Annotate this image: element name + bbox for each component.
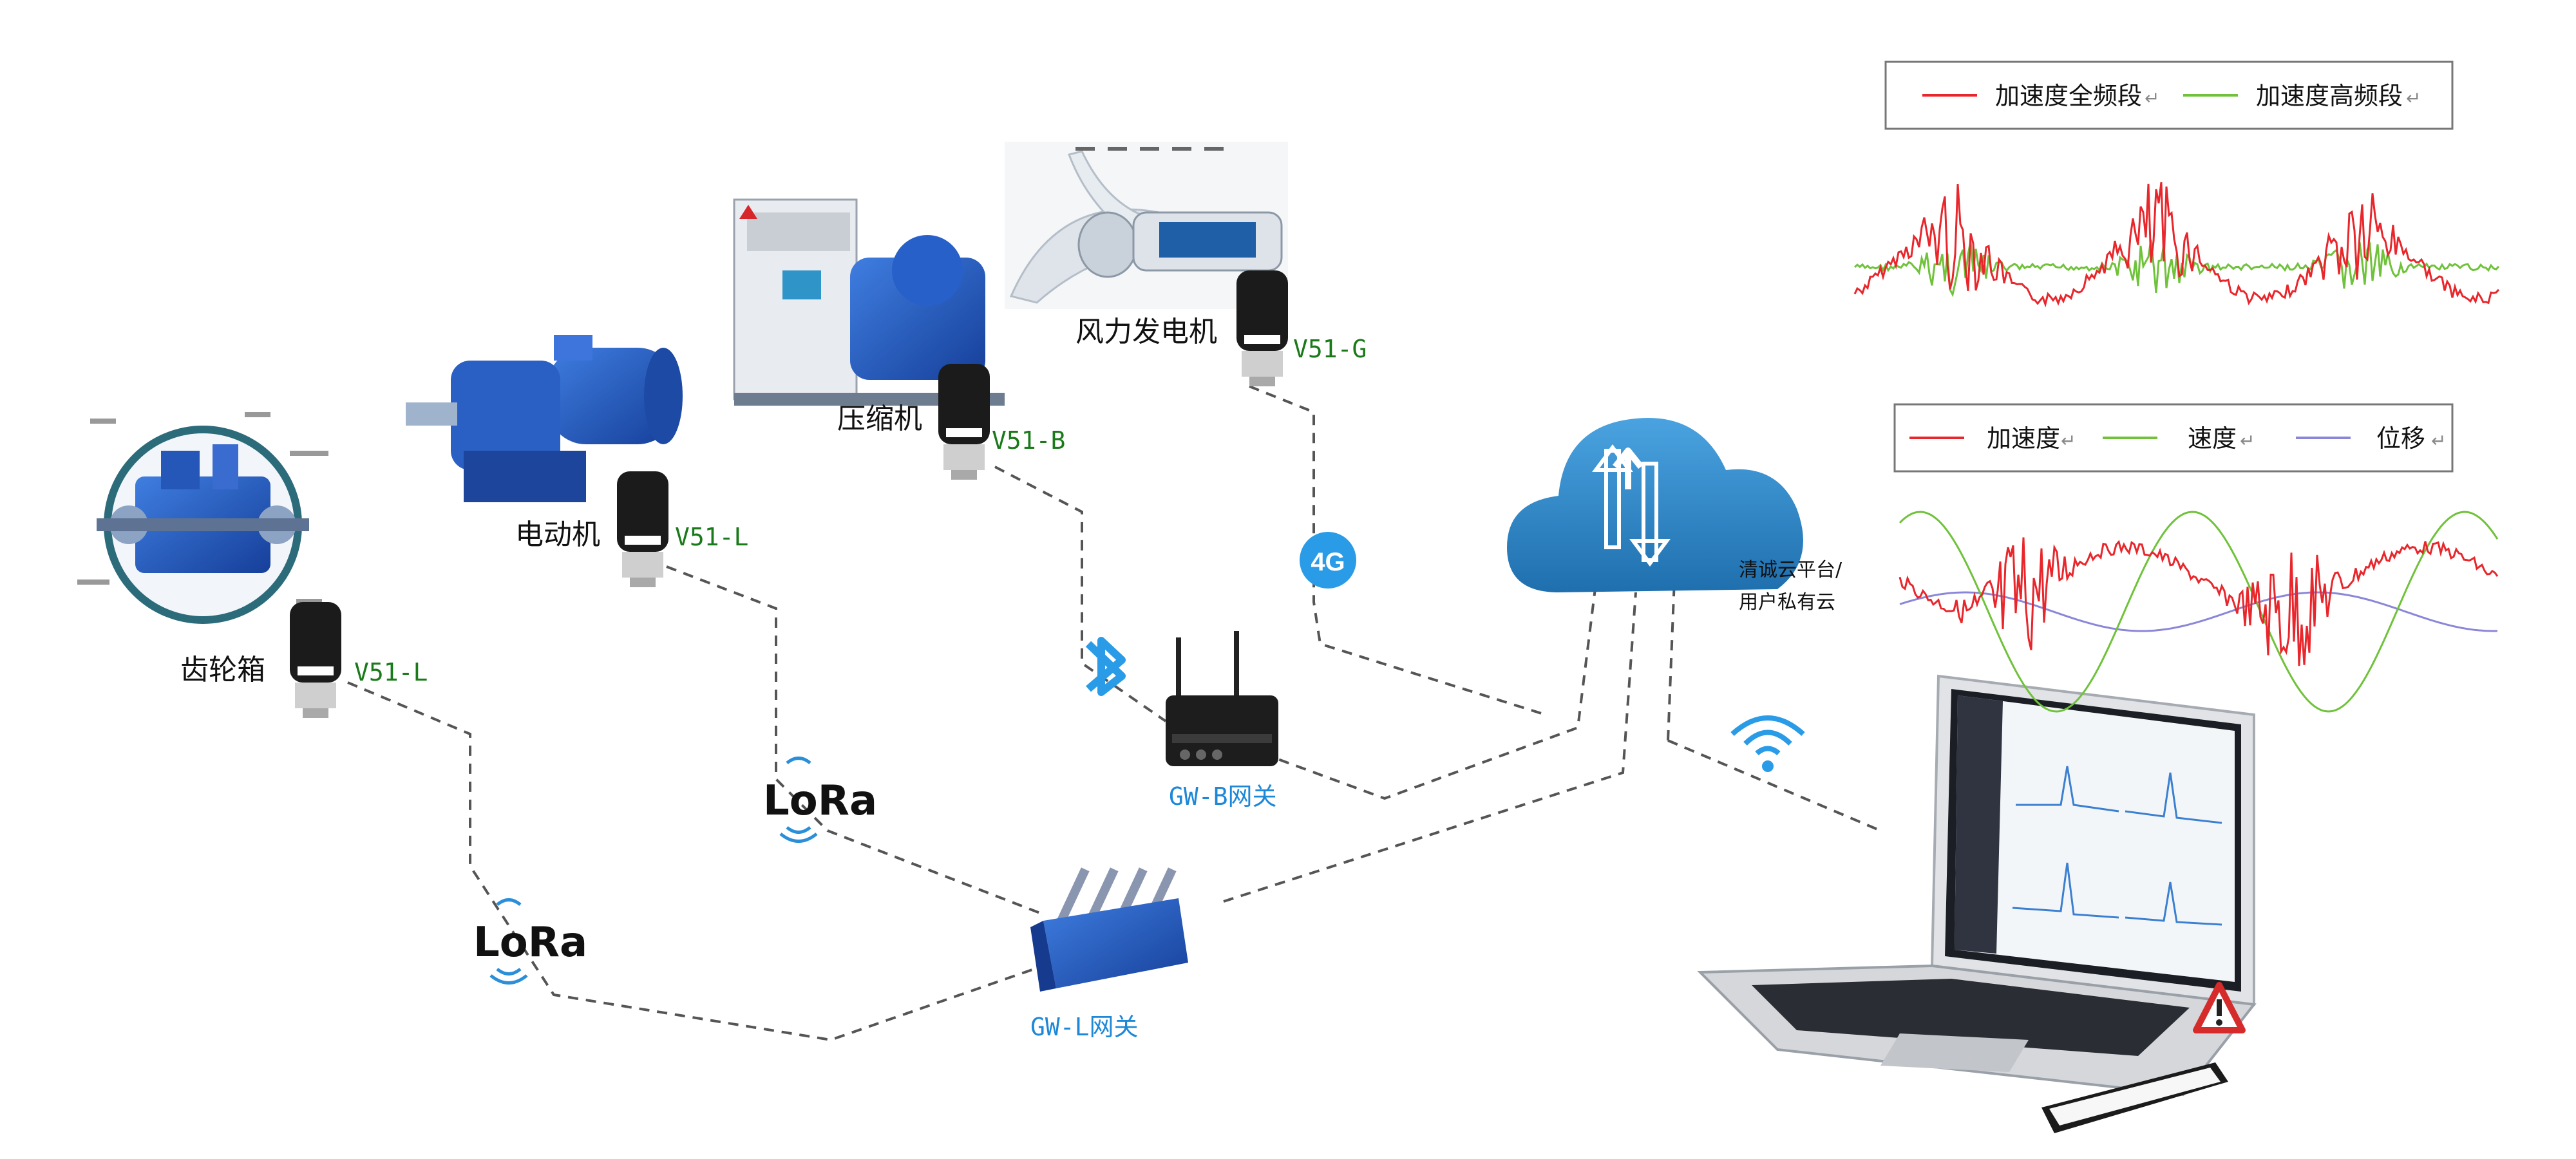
motor-label: 电动机 xyxy=(515,518,600,551)
motor-image xyxy=(406,335,683,502)
lora-logo-1: LoRa xyxy=(763,757,877,843)
gw-b-gateway xyxy=(1166,631,1278,766)
chart-1-series-full-band-line xyxy=(1853,182,2500,308)
sensor-motor xyxy=(617,471,668,587)
gearbox-image xyxy=(77,412,328,624)
sensor-gearbox xyxy=(290,602,341,718)
sensor-wind xyxy=(1236,270,1288,386)
gw-l-label: GW-L网关 xyxy=(1030,1013,1139,1041)
chart-1-legend-suffix-2: ↵ xyxy=(2406,88,2421,109)
connection-lines xyxy=(347,385,1881,1042)
chart-1: 加速度全频段 ↵ 加速度高频段 ↵ xyxy=(1853,61,2500,308)
chart-1-legend-suffix-1: ↵ xyxy=(2145,88,2159,109)
motor-model: V51-L xyxy=(675,523,748,551)
phone-image xyxy=(2041,1062,2228,1133)
svg-text:LoRa: LoRa xyxy=(763,777,877,825)
chart-2-legend-suffix-3: ↵ xyxy=(2431,430,2446,451)
chart-2-series-acceleration-line xyxy=(1899,537,2499,666)
chart-2-legend xyxy=(1893,403,2454,473)
chart-2-legend-label-1: 加速度 xyxy=(1987,424,2060,453)
cloud-icon xyxy=(1507,418,1803,592)
gearbox-model: V51-L xyxy=(354,658,428,686)
chart-2-series-velocity-line xyxy=(1899,511,2499,713)
chart-2-series-displacement-line xyxy=(1899,591,2498,632)
warning-icon xyxy=(2193,982,2246,1033)
wind-model: V51-G xyxy=(1293,335,1367,363)
chart-1-legend-label-2: 加速度高频段 xyxy=(2256,82,2403,110)
gw-l-gateway xyxy=(1030,867,1188,992)
4g-icon: 4G xyxy=(1300,532,1356,589)
gw-b-label: GW-B网关 xyxy=(1169,782,1277,811)
laptop-image xyxy=(1697,674,2257,1097)
chart-2-plot xyxy=(1899,511,2499,713)
sensor-compressor xyxy=(938,364,990,480)
chart-2-legend-suffix-2: ↵ xyxy=(2240,430,2255,451)
chart-1-plot xyxy=(1853,182,2500,308)
chart-2-legend-label-3: 位移 xyxy=(2376,424,2425,453)
svg-text:LoRa: LoRa xyxy=(473,919,587,966)
cloud-label-line2: 用户私有云 xyxy=(1739,591,1835,614)
chart-2: 加速度 ↵ 速度 ↵ 位移 ↵ xyxy=(1893,403,2499,713)
svg-text:4G: 4G xyxy=(1311,548,1345,576)
lora-logo-2: LoRa xyxy=(473,898,587,985)
chart-1-legend xyxy=(1884,61,2454,130)
chart-2-legend-suffix-1: ↵ xyxy=(2061,430,2076,451)
gearbox-label: 齿轮箱 xyxy=(180,654,265,686)
chart-1-legend-label-1: 加速度全频段 xyxy=(1995,82,2142,110)
wifi-icon xyxy=(1730,715,1805,772)
wind-label: 风力发电机 xyxy=(1075,316,1217,348)
bluetooth-icon xyxy=(1085,637,1126,696)
chart-2-legend-label-2: 速度 xyxy=(2188,424,2237,453)
cloud-label-line1: 清诚云平台/ xyxy=(1739,559,1842,581)
compressor-image xyxy=(733,198,1005,406)
compressor-model: V51-B xyxy=(992,426,1065,455)
compressor-label: 压缩机 xyxy=(837,402,922,435)
